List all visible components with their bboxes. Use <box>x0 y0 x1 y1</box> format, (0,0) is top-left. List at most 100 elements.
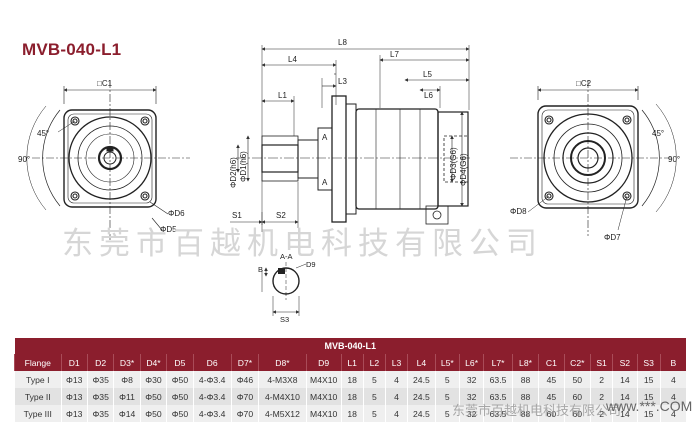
table-cell: 60 <box>563 388 591 405</box>
side-view-labels: L8 L4 L7 L3 L5 L1 L6 A A S1 S2 ΦD2(h6) Φ… <box>229 38 468 220</box>
table-cell: 5 <box>434 371 460 388</box>
table-cell: 18 <box>340 405 364 422</box>
table-cell: 2 <box>589 388 613 405</box>
label-d2: ΦD2(h6) <box>229 157 238 188</box>
table-cell: 45 <box>538 388 565 405</box>
section-a-a <box>261 262 307 316</box>
table-cell: Φ30 <box>139 371 167 388</box>
left-view-labels: □C1 45° 90° ΦD6 ΦD5 <box>18 79 185 234</box>
label-b: B <box>258 265 263 274</box>
table-cell: Φ13 <box>60 405 88 422</box>
column-header: L7* <box>483 354 513 371</box>
table-cell: 4-Φ3.4 <box>192 405 232 422</box>
column-header: L5* <box>434 354 460 371</box>
table-cell: 4-M3X8 <box>258 371 307 388</box>
label-l6: L6 <box>424 91 433 100</box>
table-cell: 63.5 <box>483 405 513 422</box>
column-header: D2 <box>86 354 114 371</box>
table-cell: Φ50 <box>166 371 194 388</box>
table-cell: M4X10 <box>305 371 342 388</box>
flange-type-cell: Type I <box>14 371 62 388</box>
label-s1: S1 <box>232 211 242 220</box>
label-l5: L5 <box>423 70 432 79</box>
table-cell: 88 <box>511 371 539 388</box>
label-d6: ΦD6 <box>168 209 185 218</box>
table-cell: Φ70 <box>230 405 259 422</box>
table-cell: Φ8 <box>113 371 141 388</box>
table-cell: 32 <box>458 405 484 422</box>
table-cell: 15 <box>636 405 661 422</box>
table-cell: 4-Φ3.4 <box>192 371 232 388</box>
table-cell: 45 <box>538 371 565 388</box>
table-cell: 4 <box>659 405 686 422</box>
label-45-right: 45° <box>652 129 664 138</box>
technical-drawing: □C1 45° 90° ΦD6 ΦD5 <box>18 38 680 324</box>
label-c2: □C2 <box>576 79 592 88</box>
table-cell: 63.5 <box>483 388 513 405</box>
label-s3: S3 <box>280 315 289 324</box>
table-cell: Φ35 <box>86 388 114 405</box>
column-header: L1 <box>340 354 364 371</box>
column-header: D1 <box>60 354 88 371</box>
table-cell: 14 <box>612 371 637 388</box>
column-header: D7* <box>230 354 259 371</box>
table-cell: 2 <box>589 371 613 388</box>
flange-type-cell: Type II <box>14 388 62 405</box>
column-header: C1 <box>538 354 565 371</box>
table-cell: 63.5 <box>483 371 513 388</box>
table-cell: 4 <box>384 405 408 422</box>
table-cell: 5 <box>362 371 386 388</box>
table-cell: 18 <box>340 388 364 405</box>
section-labels: A-A D9 B S3 <box>258 252 316 324</box>
table-cell: 60 <box>538 405 565 422</box>
table-cell: Φ46 <box>230 371 259 388</box>
column-header: D9 <box>305 354 342 371</box>
column-header: L4 <box>407 354 436 371</box>
table-cell: Φ70 <box>230 388 259 405</box>
column-header: D6 <box>192 354 232 371</box>
table-cell: 4 <box>384 371 408 388</box>
table-cell: 4 <box>384 388 408 405</box>
table-cell: Φ14 <box>113 405 141 422</box>
table-cell: 50 <box>563 371 591 388</box>
table-cell: 4 <box>659 371 686 388</box>
table-cell: 5 <box>362 405 386 422</box>
left-front-view <box>26 80 190 240</box>
column-header: C2* <box>563 354 591 371</box>
table-cell: Φ50 <box>166 405 194 422</box>
watermark-site: www.***.COM <box>606 398 693 414</box>
table-cell: M4X10 <box>305 405 342 422</box>
label-45-left: 45° <box>37 129 49 138</box>
table-cell: 5 <box>434 388 460 405</box>
label-l7: L7 <box>390 50 399 59</box>
table-cell: Φ13 <box>60 371 88 388</box>
table-caption: MVB-040-L1 <box>14 338 686 354</box>
label-d3: ΦD3(G6) <box>449 147 458 180</box>
column-header: S3 <box>636 354 661 371</box>
table-cell: 88 <box>511 405 539 422</box>
label-90-left: 90° <box>18 155 30 164</box>
label-d1: ΦD1(h6) <box>239 151 248 182</box>
column-header: Flange <box>14 354 62 371</box>
table-cell: 4-M5X12 <box>258 405 307 422</box>
table-cell: 88 <box>511 388 539 405</box>
column-header: L3 <box>384 354 408 371</box>
label-s2: S2 <box>276 211 286 220</box>
label-d9: D9 <box>306 260 316 269</box>
table-cell: 18 <box>340 371 364 388</box>
column-header: D5 <box>166 354 194 371</box>
table-cell: Φ50 <box>166 388 194 405</box>
table-cell: Φ11 <box>113 388 141 405</box>
label-d5: ΦD5 <box>160 225 177 234</box>
label-l8: L8 <box>338 38 347 47</box>
label-aa: A-A <box>280 252 293 261</box>
column-header: D4* <box>139 354 167 371</box>
table-cell: 4 <box>659 388 686 405</box>
table-cell: 2 <box>589 405 613 422</box>
column-header: S2 <box>612 354 637 371</box>
table-cell: 5 <box>434 405 460 422</box>
label-d7: ΦD7 <box>604 233 621 242</box>
table-cell: Φ13 <box>60 388 88 405</box>
